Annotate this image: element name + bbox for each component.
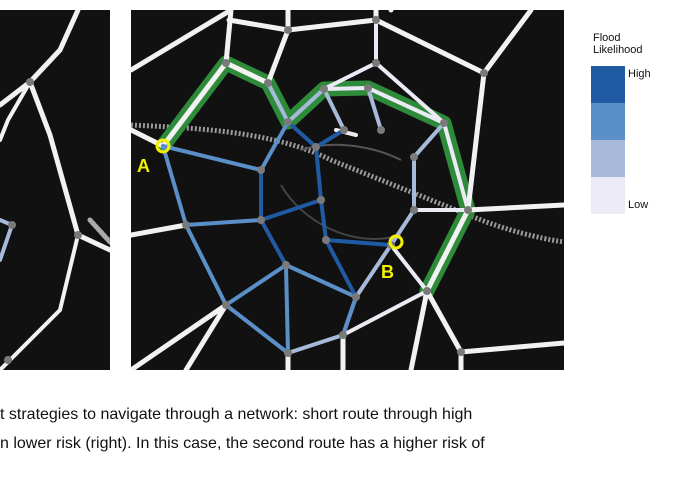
legend-high-label: High bbox=[628, 68, 651, 80]
start-marker-label: A bbox=[137, 156, 150, 176]
legend-title-line1: Flood bbox=[593, 32, 621, 44]
right-road-network: A B bbox=[131, 10, 564, 370]
caption-line-2: n lower risk (right). In this case, the … bbox=[0, 435, 485, 452]
left-map-panel bbox=[0, 10, 110, 370]
caption-line-1: t strategies to navigate through a netwo… bbox=[0, 406, 473, 423]
legend-low-label: Low bbox=[628, 199, 649, 211]
network-nodes bbox=[182, 16, 488, 357]
end-marker-label: B bbox=[381, 262, 394, 282]
legend-swatch-mid-low bbox=[591, 140, 625, 177]
legend-title-line2: Likelihood bbox=[593, 44, 643, 56]
legend-swatch-high bbox=[591, 66, 625, 103]
legend-title: Flood Likelihood bbox=[593, 32, 643, 56]
legend-swatch-low bbox=[591, 177, 625, 214]
right-map-panel: A B bbox=[131, 10, 564, 370]
end-marker bbox=[388, 234, 404, 250]
high-risk-roads bbox=[259, 120, 393, 299]
left-road-network bbox=[0, 10, 110, 370]
figure-caption: t strategies to navigate through a netwo… bbox=[0, 400, 680, 458]
legend-swatch-mid-high bbox=[591, 103, 625, 140]
start-marker bbox=[155, 138, 171, 154]
